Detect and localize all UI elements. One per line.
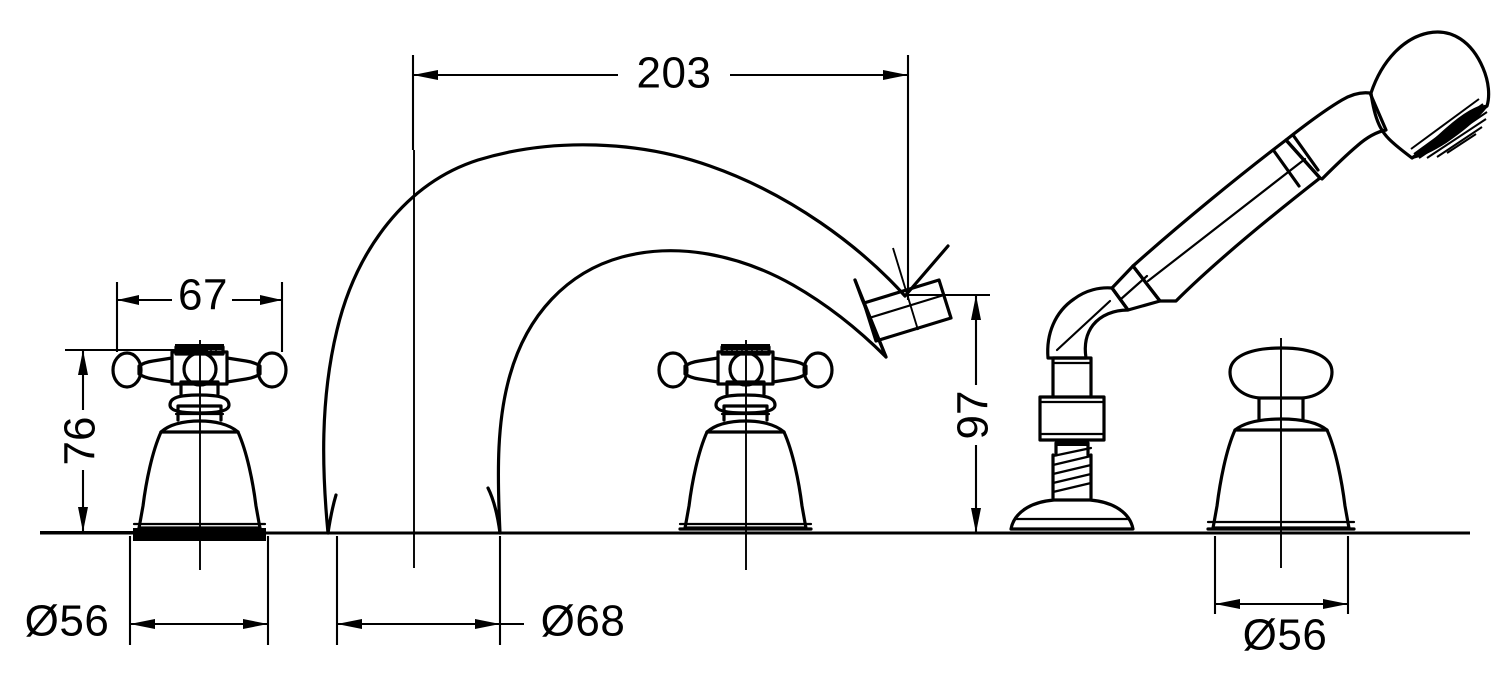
dimension-diameter-68: Ø68 [335, 536, 626, 646]
dimension-67-label: 67 [178, 271, 228, 320]
dimension-diameter-56-left: Ø56 [25, 536, 270, 646]
dimension-76: 76 [40, 348, 208, 534]
dimension-diameter-56-right-label: Ø56 [1243, 611, 1328, 660]
dimension-diameter-56-left-label: Ø56 [25, 597, 110, 646]
dimension-67: 67 [115, 271, 284, 352]
handshower [1009, 30, 1491, 531]
dimension-diameter-56-right: Ø56 [1213, 536, 1350, 660]
center-cross-handle [657, 340, 834, 570]
arched-spout [322, 143, 953, 568]
dimension-97: 97 [906, 293, 998, 533]
left-cross-handle [111, 340, 288, 570]
right-diverter-handle [1206, 338, 1356, 568]
dimension-203: 203 [411, 49, 910, 300]
dimension-97-label: 97 [949, 391, 998, 440]
dimension-diameter-68-label: Ø68 [541, 597, 626, 646]
dimension-203-label: 203 [637, 49, 712, 98]
dimension-76-label: 76 [56, 417, 105, 466]
